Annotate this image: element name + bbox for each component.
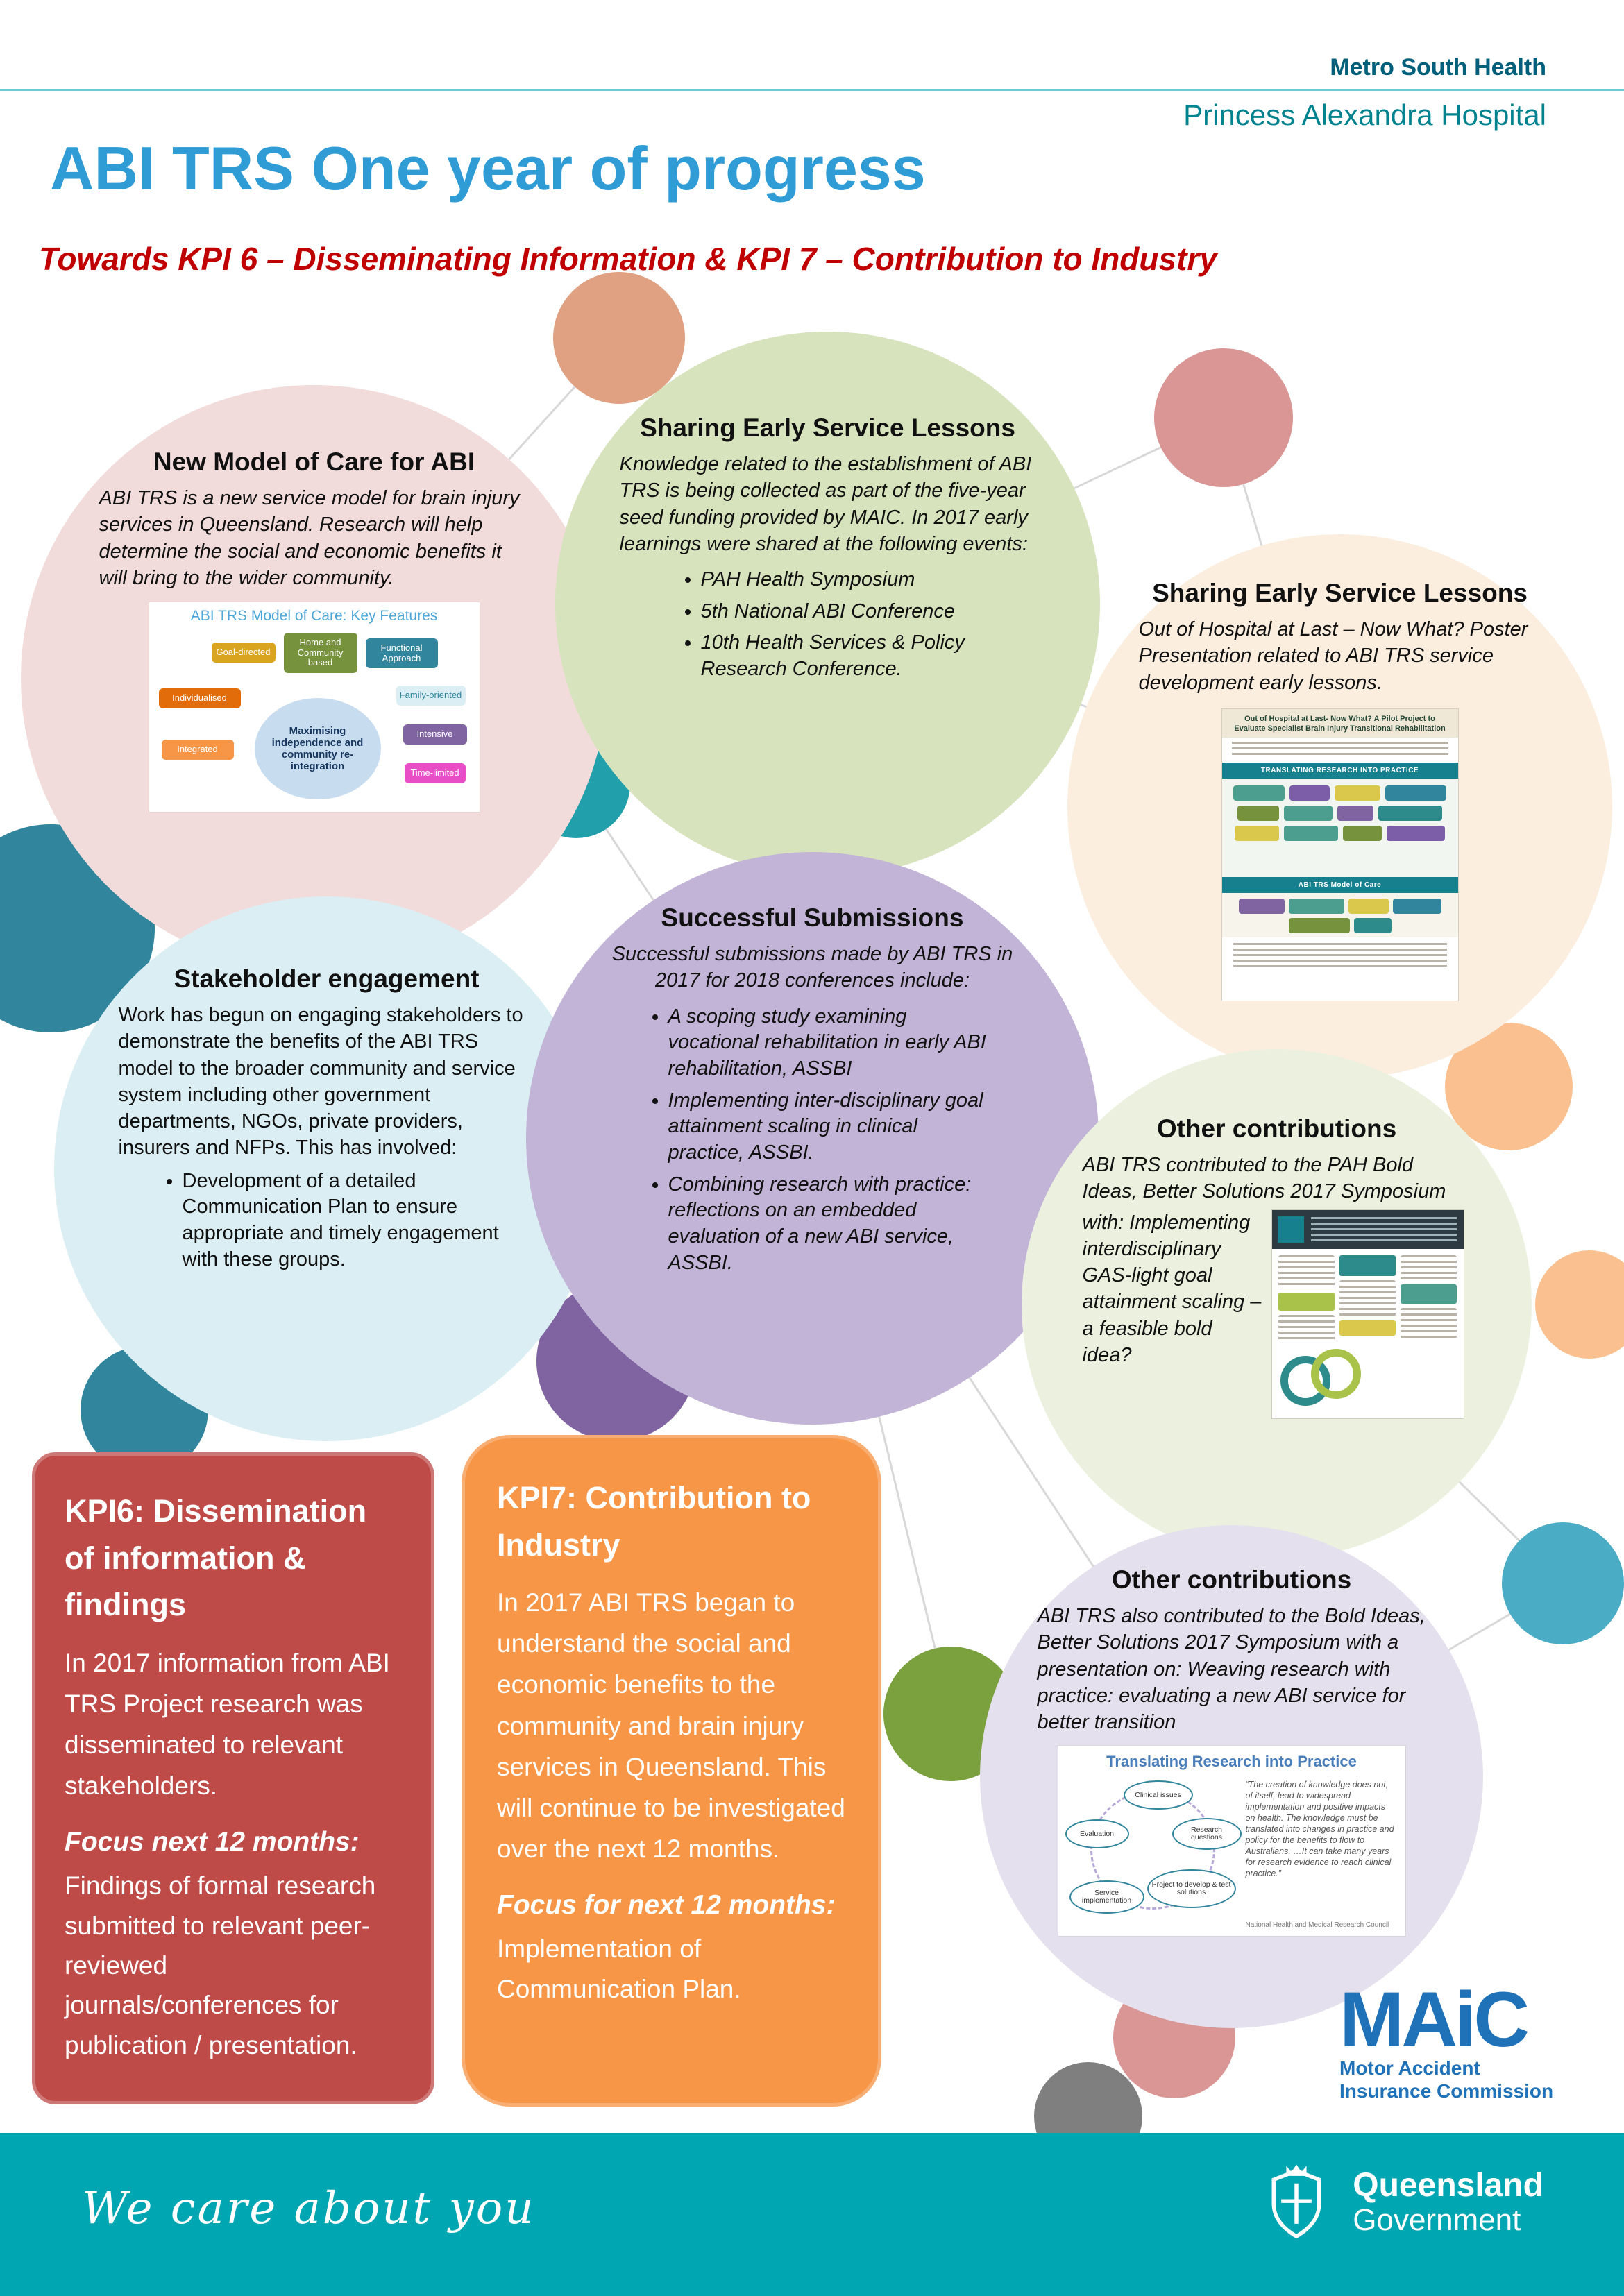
bubble-other-contributions-2: Other contributions ABI TRS also contrib… [980,1525,1483,2028]
feature-box: Individualised [158,688,241,708]
diagram-cycle: Clinical issues Research questions Proje… [1065,1780,1243,1930]
cycle-step: Research questions [1172,1818,1242,1851]
bullet-item: PAH Health Symposium [701,567,991,593]
decorative-circle [1535,1250,1624,1359]
kpi7-box: KPI7: Contribution to Industry In 2017 A… [462,1435,881,2107]
cycle-step: Clinical issues [1123,1780,1193,1810]
bubble-title: Stakeholder engagement [174,964,480,993]
kpi7-focus-label: Focus for next 12 months: [497,1890,836,1921]
bubble-body-side: with: Implementing interdisciplinary GAS… [1082,1211,1262,1366]
bubble-title: Sharing Early Service Lessons [1152,579,1528,607]
poster-thumbnail-title: Out of Hospital at Last- Now What? A Pil… [1221,708,1458,738]
feature-box: Functional Approach [365,638,438,669]
bubble-title: Other contributions [1111,1565,1352,1594]
bubble-title: Other contributions [1156,1114,1397,1143]
translating-research-diagram: Translating Research into Practice Clini… [1057,1745,1406,1937]
kpi7-body: In 2017 ABI TRS began to understand the … [497,1588,845,1864]
gov-line-1: Queensland [1353,2167,1543,2204]
poster-flowchart-2 [1221,893,1458,938]
bubble-body: Successful submissions made by ABI TRS i… [611,943,1013,992]
poster-logo-block [1277,1216,1304,1243]
bubble-successful-submissions: Successful Submissions Successful submis… [526,852,1099,1425]
poster-thumbnail [1271,1209,1464,1419]
poster-thumbnail: Out of Hospital at Last- Now What? A Pil… [1221,708,1459,1001]
bullet-item: Combining research with practice: reflec… [668,1172,993,1277]
feature-box: Integrated [161,740,234,760]
tagline: We care about you [82,2183,536,2234]
cycle-step: Project to develop & test solutions [1147,1869,1236,1909]
bullet-list: PAH Health Symposium 5th National ABI Co… [665,567,991,683]
diagram-title: Translating Research into Practice [1106,1753,1357,1771]
bullet-item: A scoping study examining vocational reh… [668,1004,993,1082]
kpi6-title: KPI6: Dissemination of information & fin… [65,1493,367,1622]
kpi6-body: In 2017 information from ABI TRS Project… [65,1648,390,1801]
bubble-title: Sharing Early Service Lessons [640,414,1015,442]
poster-author-lines [1231,742,1448,759]
footer-bar: We care about you Queensland Government [0,2133,1624,2296]
bullet-item: 5th National ABI Conference [701,599,991,625]
feature-box: Intensive [403,724,467,745]
cycle-step: Evaluation [1065,1819,1129,1849]
decorative-circle [553,272,685,404]
page-title: ABI TRS One year of progress [50,134,926,203]
bubble-body: Work has begun on engaging stakeholders … [118,1004,523,1159]
bullet-list: Development of a detailed Communication … [146,1168,507,1273]
header-divider [0,89,1624,91]
decorative-circle [1502,1522,1624,1644]
bubble-body: Knowledge related to the establishment o… [619,453,1032,555]
bubble-sharing-lessons: Sharing Early Service Lessons Knowledge … [555,332,1100,876]
bubble-body: ABI TRS also contributed to the Bold Ide… [1037,1605,1426,1734]
bullet-list: A scoping study examining vocational reh… [632,1004,993,1277]
kpi6-box: KPI6: Dissemination of information & fin… [32,1452,434,2104]
feature-box: Family-oriented [396,686,466,706]
bubble-body: ABI TRS is a new service model for brain… [99,487,520,589]
org-name: Metro South Health [1330,54,1546,80]
queensland-government-logo: Queensland Government [1258,2161,1543,2244]
poster-venn-rings [1280,1348,1364,1411]
hospital-name: Princess Alexandra Hospital [1183,99,1546,131]
body-and-thumbnail-row: with: Implementing interdisciplinary GAS… [1083,1209,1471,1419]
bubble-body: ABI TRS contributed to the PAH Bold Idea… [1082,1154,1446,1203]
maic-wordmark: MAiC [1339,1976,1530,2063]
diagram-quote: “The creation of knowledge does not, of … [1245,1780,1394,1879]
kpi7-focus-body: Implementation of Communication Plan. [497,1934,741,2003]
bubble-other-contributions-1: Other contributions ABI TRS contributed … [1022,1049,1532,1559]
page-subtitle: Towards KPI 6 – Disseminating Informatio… [39,241,1217,277]
maic-subline-1: Motor Accident [1339,2057,1480,2080]
feature-box: Time-limited [404,763,466,783]
poster-band-2: ABI TRS Model of Care [1221,877,1458,894]
bubble-title: Successful Submissions [661,903,964,932]
queensland-crest-icon [1271,2164,1321,2239]
kpi6-focus-body: Findings of formal research submitted to… [65,1871,376,2059]
diagram-center-ellipse: Maximising independence and community re… [254,698,381,800]
kpi7-title: KPI7: Contribution to Industry [497,1480,811,1563]
poster-columns [1272,1249,1464,1353]
feature-box: Goal-directed [211,643,276,663]
bubble-new-model-of-care: New Model of Care for ABI ABI TRS is a n… [21,385,607,971]
diagram-title: ABI TRS Model of Care: Key Features [190,608,438,624]
decorative-circle [1154,348,1293,487]
poster-footer-lines [1233,943,1447,967]
poster-header-lines [1310,1216,1457,1242]
poster-header [1271,1209,1464,1249]
queensland-government-text: Queensland Government [1353,2168,1543,2236]
bubble-stakeholder-engagement: Stakeholder engagement Work has begun on… [54,896,599,1441]
bullet-item: Development of a detailed Communication … [183,1168,507,1273]
bubble-title: New Model of Care for ABI [153,448,475,476]
model-of-care-diagram: ABI TRS Model of Care: Key Features Goal… [149,602,480,813]
kpi6-focus-label: Focus next 12 months: [65,1827,360,1857]
maic-subline-2: Insurance Commission [1339,2080,1554,2102]
poster-flowchart [1221,779,1458,878]
cycle-step: Service implementation [1069,1880,1144,1914]
bullet-item: 10th Health Services & Policy Research C… [701,630,991,682]
maic-logo: MAiC Motor Accident Insurance Commission [1339,1976,1555,2102]
bubble-body: Out of Hospital at Last – Now What? Post… [1138,618,1528,694]
poster-band: TRANSLATING RESEARCH INTO PRACTICE [1221,763,1458,779]
bullet-item: Implementing inter-disciplinary goal att… [668,1088,993,1166]
bubble-sharing-poster: Sharing Early Service Lessons Out of Hos… [1067,534,1612,1079]
gov-line-2: Government [1353,2203,1521,2238]
feature-box: Home and Community based [283,633,357,673]
diagram-attribution: National Health and Medical Research Cou… [1245,1921,1389,1930]
